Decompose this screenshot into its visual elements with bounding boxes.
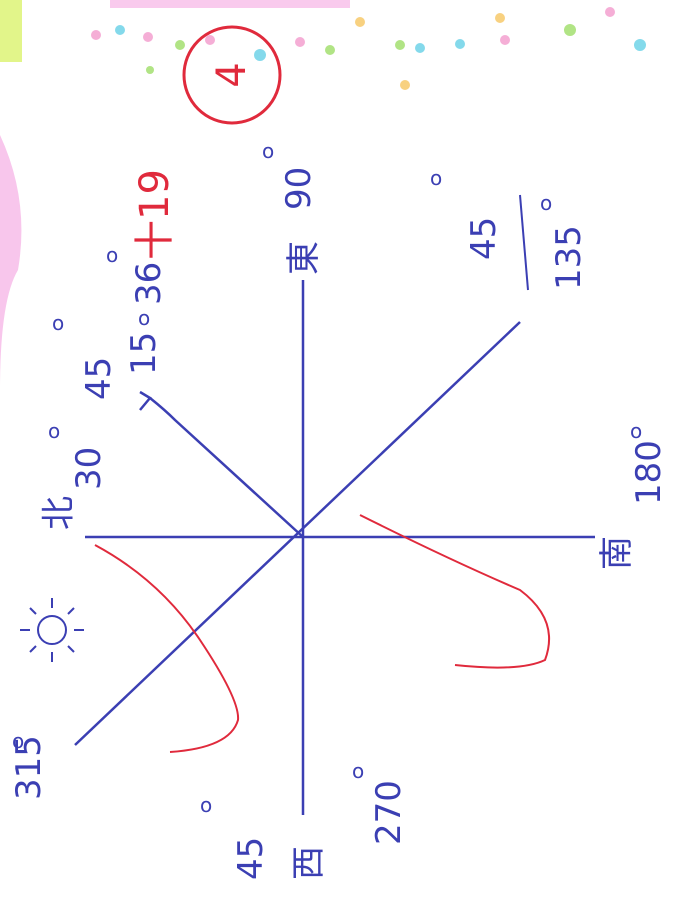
labels: 北 30 o 東 90 o 南 180 o 西 270 o 45 o 315 o… [9,139,669,880]
header-annotation: 十19 [132,169,178,260]
west-value: 45 [231,837,271,880]
east-degree: o [262,139,274,163]
sun-icon [20,598,84,662]
east-angle: 90 [279,167,319,210]
northeast-arrow-under: 15 [124,332,164,375]
green-highlight [0,0,22,62]
west-degree: o [352,759,364,783]
northeast-value: 36 [129,262,169,305]
southeast-fraction-bottom: 135 [549,225,589,290]
red-curve-west [95,545,238,752]
northeast-value-degree: o [106,243,118,267]
northeast-arrow-line [150,398,303,537]
north-angle: 30 [69,447,109,490]
pink-highlight [0,135,21,390]
north-degree: o [48,419,60,443]
northeast-arrow-value: 45 [79,357,119,400]
south-angle: 180 [629,440,669,505]
header-title: 十19 [132,169,178,260]
northeast-arrow-degree: o [52,311,64,335]
northwest-degree: o [12,729,24,753]
arrow-head-icon [140,392,150,410]
direction-west: 西 [289,846,329,880]
west-angle: 270 [369,780,409,845]
northeast-under-degree: o [138,306,150,330]
circled-number-text: 4 [209,62,255,87]
circled-number: 4 [184,27,280,123]
southeast-bottom-degree: o [540,191,552,215]
pink-highlight-top [110,0,350,8]
paint-dots [91,7,646,90]
fraction-bar [520,195,528,290]
red-curves [95,515,549,752]
direction-north: 北 [39,496,79,530]
direction-south: 南 [597,536,637,570]
direction-east: 東 [284,241,324,275]
southeast-fraction-top: 45 [464,217,504,260]
west-value-degree: o [200,793,212,817]
southeast-top-degree: o [430,166,442,190]
south-degree: o [630,419,642,443]
